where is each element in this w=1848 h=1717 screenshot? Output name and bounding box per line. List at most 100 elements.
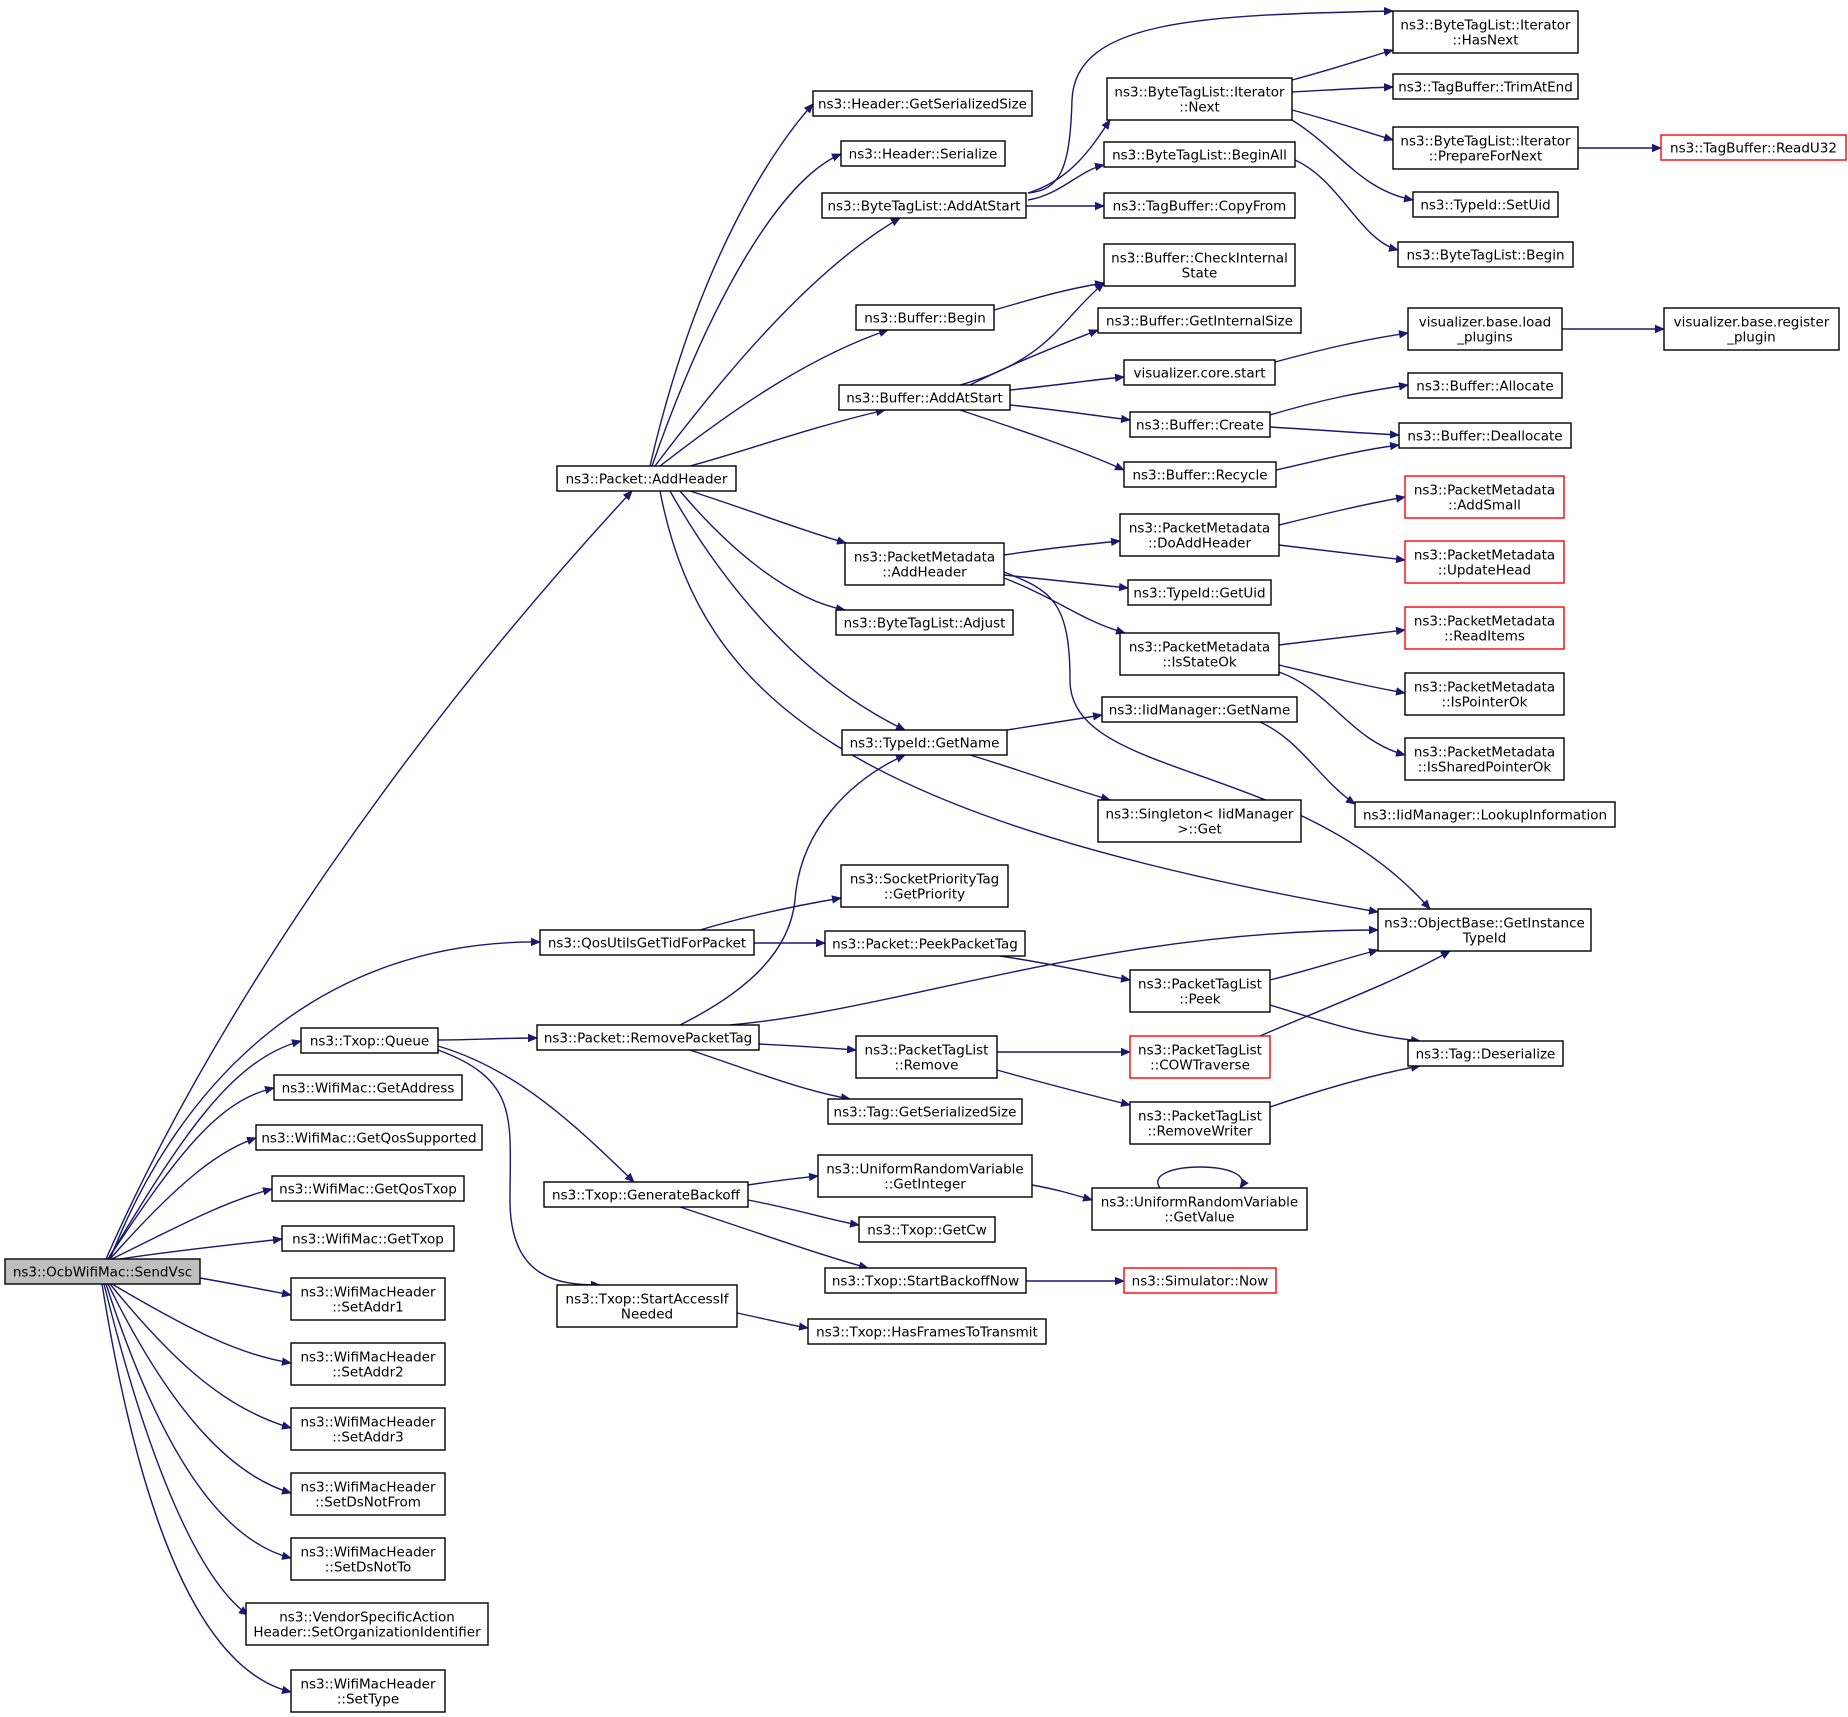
node-setaddr3[interactable]: ns3::WifiMacHeader::SetAddr3 xyxy=(290,1407,446,1451)
node-box[interactable] xyxy=(1660,134,1847,161)
node-box[interactable] xyxy=(821,192,1027,219)
node-box[interactable] xyxy=(812,90,1033,117)
node-box[interactable] xyxy=(1129,1101,1271,1145)
node-box[interactable] xyxy=(1392,10,1579,54)
node-getqossupported[interactable]: ns3::WifiMac::GetQosSupported xyxy=(255,1124,483,1151)
node-vis_registerplugin[interactable]: visualizer.base.register_plugin xyxy=(1663,307,1840,351)
node-buf_addatstart[interactable]: ns3::Buffer::AddAtStart xyxy=(838,384,1011,411)
node-box[interactable] xyxy=(556,465,737,492)
node-tb_copyfrom[interactable]: ns3::TagBuffer::CopyFrom xyxy=(1103,192,1296,219)
node-box[interactable] xyxy=(1407,307,1563,351)
node-box[interactable] xyxy=(1663,307,1840,351)
node-gettxop[interactable]: ns3::WifiMac::GetTxop xyxy=(281,1225,455,1252)
node-sim_now[interactable]: ns3::Simulator::Now xyxy=(1123,1267,1277,1294)
node-setorgid[interactable]: ns3::VendorSpecificActionHeader::SetOrga… xyxy=(245,1602,489,1646)
node-box[interactable] xyxy=(1129,411,1271,438)
node-box[interactable] xyxy=(290,1277,446,1321)
node-box[interactable] xyxy=(273,1074,463,1101)
node-box[interactable] xyxy=(1407,372,1563,399)
node-box[interactable] xyxy=(271,1175,465,1202)
node-pm_readitems[interactable]: ns3::PacketMetadata::ReadItems xyxy=(1404,606,1565,650)
node-box[interactable] xyxy=(300,1027,439,1054)
node-box[interactable] xyxy=(539,929,755,956)
node-tb_trimatend[interactable]: ns3::TagBuffer::TrimAtEnd xyxy=(1392,73,1579,100)
node-box[interactable] xyxy=(824,930,1026,957)
node-box[interactable] xyxy=(844,542,1005,586)
node-hdr_getsersize[interactable]: ns3::Header::GetSerializedSize xyxy=(812,90,1033,117)
node-box[interactable] xyxy=(1097,307,1302,334)
node-box[interactable] xyxy=(1354,801,1616,828)
node-box[interactable] xyxy=(1404,475,1565,519)
node-setaddr1[interactable]: ns3::WifiMacHeader::SetAddr1 xyxy=(290,1277,446,1321)
node-box[interactable] xyxy=(1129,1035,1271,1079)
node-setaddr2[interactable]: ns3::WifiMacHeader::SetAddr2 xyxy=(290,1342,446,1386)
node-box[interactable] xyxy=(838,384,1011,411)
node-box[interactable] xyxy=(1103,192,1296,219)
node-box[interactable] xyxy=(1119,632,1280,676)
node-box[interactable] xyxy=(1091,1187,1308,1231)
node-setdsnotto[interactable]: ns3::WifiMacHeader::SetDsNotTo xyxy=(290,1537,446,1581)
node-box[interactable] xyxy=(841,729,1008,756)
node-urv_getinteger[interactable]: ns3::UniformRandomVariable::GetInteger xyxy=(817,1154,1033,1198)
node-box[interactable] xyxy=(1407,1040,1564,1067)
node-box[interactable] xyxy=(290,1342,446,1386)
node-typeid_getname[interactable]: ns3::TypeId::GetName xyxy=(841,729,1008,756)
node-btl_adjust[interactable]: ns3::ByteTagList::Adjust xyxy=(835,609,1014,636)
node-pm_issharedpointerok[interactable]: ns3::PacketMetadata::IsSharedPointerOk xyxy=(1404,737,1565,781)
node-txop_getcw[interactable]: ns3::Txop::GetCw xyxy=(858,1216,996,1243)
node-ptl_peek[interactable]: ns3::PacketTagList::Peek xyxy=(1129,969,1271,1013)
node-txop_startbackoffnow[interactable]: ns3::Txop::StartBackoffNow xyxy=(824,1267,1027,1294)
node-pkt_removepackettag[interactable]: ns3::Packet::RemovePacketTag xyxy=(536,1024,760,1051)
node-pm_isstateok[interactable]: ns3::PacketMetadata::IsStateOk xyxy=(1119,632,1280,676)
node-box[interactable] xyxy=(1101,696,1298,723)
node-box[interactable] xyxy=(290,1669,446,1713)
node-typeid_getuid[interactable]: ns3::TypeId::GetUid xyxy=(1127,579,1272,606)
node-box[interactable] xyxy=(556,1284,738,1328)
node-box[interactable] xyxy=(807,1318,1047,1345)
node-box[interactable] xyxy=(290,1537,446,1581)
node-box[interactable] xyxy=(855,1035,998,1079)
node-btl_begin[interactable]: ns3::ByteTagList::Begin xyxy=(1397,241,1574,268)
node-box[interactable] xyxy=(1392,126,1579,170)
node-box[interactable] xyxy=(1398,422,1572,449)
node-box[interactable] xyxy=(1129,969,1271,1013)
node-box[interactable] xyxy=(290,1407,446,1451)
node-getaddress[interactable]: ns3::WifiMac::GetAddress xyxy=(273,1074,463,1101)
node-buf_deallocate[interactable]: ns3::Buffer::Deallocate xyxy=(1398,422,1572,449)
node-btli_next[interactable]: ns3::ByteTagList::Iterator::Next xyxy=(1106,77,1293,121)
node-buf_allocate[interactable]: ns3::Buffer::Allocate xyxy=(1407,372,1563,399)
node-tb_readu32[interactable]: ns3::TagBuffer::ReadU32 xyxy=(1660,134,1847,161)
node-iid_lookupinfo[interactable]: ns3::IidManager::LookupInformation xyxy=(1354,801,1616,828)
node-getqostxop[interactable]: ns3::WifiMac::GetQosTxop xyxy=(271,1175,465,1202)
node-box[interactable] xyxy=(1397,241,1574,268)
node-pm_addheader[interactable]: ns3::PacketMetadata::AddHeader xyxy=(844,542,1005,586)
node-box[interactable] xyxy=(1377,908,1592,952)
node-buf_create[interactable]: ns3::Buffer::Create xyxy=(1129,411,1271,438)
node-box[interactable] xyxy=(281,1225,455,1252)
node-txop_hasframes[interactable]: ns3::Txop::HasFramesToTransmit xyxy=(807,1318,1047,1345)
node-box[interactable] xyxy=(1106,77,1293,121)
node-box[interactable] xyxy=(1119,513,1280,557)
node-addheader_pkt[interactable]: ns3::Packet::AddHeader xyxy=(556,465,737,492)
node-hdr_serialize[interactable]: ns3::Header::Serialize xyxy=(840,140,1006,167)
node-box[interactable] xyxy=(1404,606,1565,650)
node-box[interactable] xyxy=(1123,359,1276,386)
node-tag_deserialize[interactable]: ns3::Tag::Deserialize xyxy=(1407,1040,1564,1067)
node-btl_addatstart[interactable]: ns3::ByteTagList::AddAtStart xyxy=(821,192,1027,219)
node-buf_recycle[interactable]: ns3::Buffer::Recycle xyxy=(1123,461,1277,488)
node-btli_prepfornext[interactable]: ns3::ByteTagList::Iterator::PrepareForNe… xyxy=(1392,126,1579,170)
node-txop_queue[interactable]: ns3::Txop::Queue xyxy=(300,1027,439,1054)
node-box[interactable] xyxy=(1404,737,1565,781)
node-box[interactable] xyxy=(817,1154,1033,1198)
node-box[interactable] xyxy=(255,1124,483,1151)
node-box[interactable] xyxy=(1404,540,1565,584)
node-box[interactable] xyxy=(290,1472,446,1516)
node-box[interactable] xyxy=(1097,799,1302,843)
node-sendvsc[interactable]: ns3::OcbWifiMac::SendVsc xyxy=(4,1258,201,1285)
node-pm_updatehead[interactable]: ns3::PacketMetadata::UpdateHead xyxy=(1404,540,1565,584)
node-box[interactable] xyxy=(835,609,1014,636)
node-box[interactable] xyxy=(824,1267,1027,1294)
node-box[interactable] xyxy=(1404,672,1565,716)
